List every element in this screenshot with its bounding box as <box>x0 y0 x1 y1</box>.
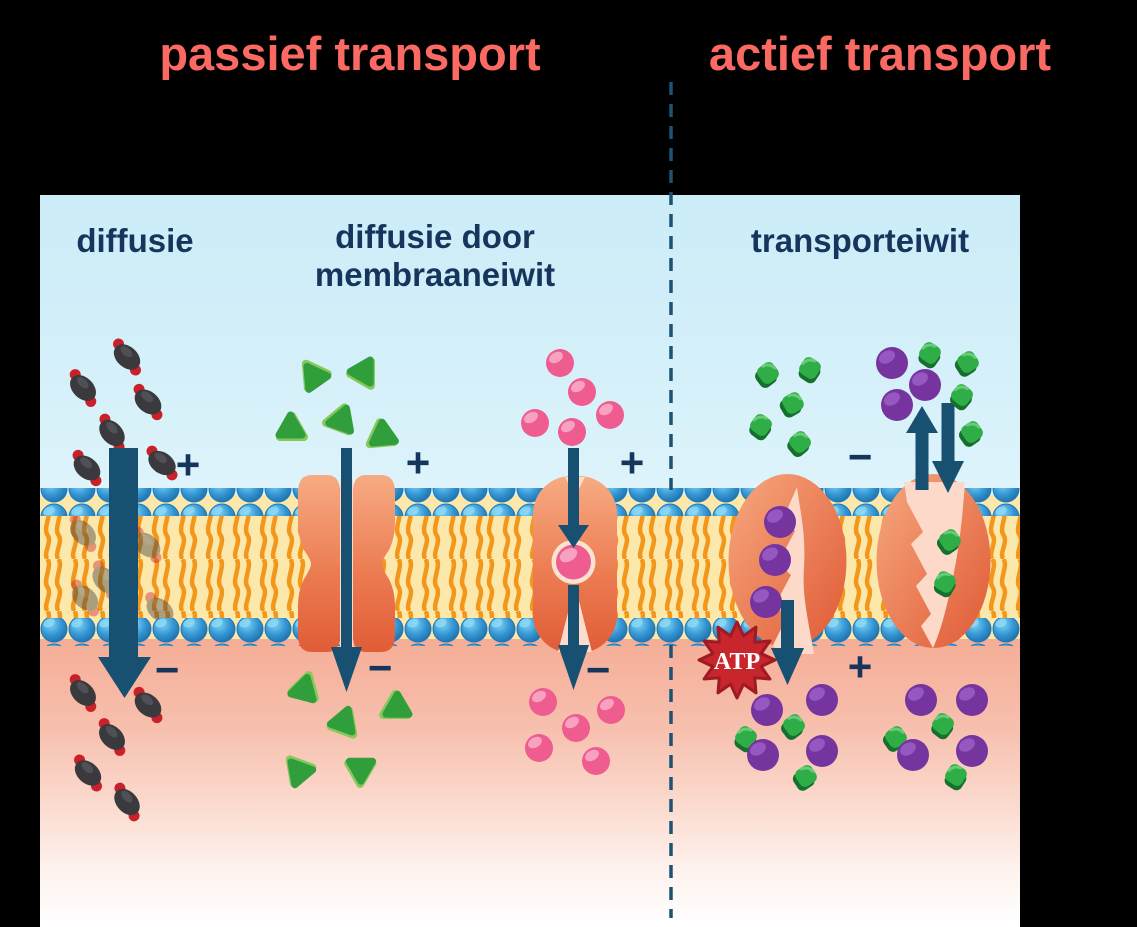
co2-molecule <box>105 779 149 825</box>
green-molecule <box>749 356 785 394</box>
co2-molecule <box>64 446 110 490</box>
co2-molecule <box>104 335 150 379</box>
co2-molecule <box>61 366 105 410</box>
pink-molecule <box>596 401 624 429</box>
cell-membrane <box>40 488 1020 646</box>
triangle-molecule <box>326 407 359 440</box>
pink-molecule <box>525 734 553 762</box>
purple-molecule <box>747 739 779 771</box>
pump2-down-arrow <box>932 403 964 493</box>
transport-protein-label: transporteiwit <box>751 222 969 259</box>
green-molecule <box>782 425 817 463</box>
lipid-tails-bottom <box>40 567 1020 618</box>
triangle-molecule <box>370 421 401 453</box>
green-molecule <box>772 384 811 426</box>
plus-sign: + <box>176 441 201 488</box>
atp-label: ATP <box>714 649 760 675</box>
molecules-below-right-pump <box>876 684 988 797</box>
pink-molecule <box>597 696 625 724</box>
green-molecules-above-left <box>742 350 829 463</box>
molecules-below-left-pump <box>727 684 838 798</box>
triangle-molecule <box>282 759 313 788</box>
plus-sign: + <box>848 643 873 690</box>
triangle-molecules-above <box>279 354 400 453</box>
purple-molecule-in-pump <box>750 586 782 618</box>
purple-molecule-in-pump <box>764 506 796 538</box>
triangle-molecule <box>349 354 382 386</box>
plus-sign: + <box>406 439 431 486</box>
pump-protein-2 <box>876 474 991 648</box>
pink-molecule <box>568 378 596 406</box>
purple-molecule <box>897 739 929 771</box>
green-molecule <box>952 414 990 454</box>
atp-burst: ATP <box>697 620 777 700</box>
purple-molecule <box>905 684 937 716</box>
channel-diffusion-label-line2: membraaneiwit <box>315 256 555 293</box>
triangle-molecule <box>348 751 380 784</box>
pink-molecule <box>529 688 557 716</box>
passive-transport-title: passief transport <box>159 27 541 80</box>
triangle-molecule <box>287 675 315 705</box>
carrier-arrow <box>558 448 589 690</box>
minus-sign: − <box>586 646 611 693</box>
pink-molecule <box>558 418 586 446</box>
triangle-molecule <box>383 693 415 726</box>
pump2-up-arrow <box>906 406 938 490</box>
triangle-molecules-below <box>282 675 414 789</box>
purple-molecule <box>881 389 913 421</box>
pump1-arrow <box>771 600 804 685</box>
triangle-molecule <box>279 415 304 437</box>
lipid-heads-bottom <box>40 618 1020 646</box>
co2-molecule <box>125 380 171 424</box>
green-molecule <box>924 707 961 746</box>
triangle-molecule <box>297 364 329 395</box>
triangle-molecule <box>330 705 361 734</box>
pink-molecule <box>562 714 590 742</box>
channel-diffusion-label-line1: diffusie door <box>335 218 535 255</box>
green-molecule <box>742 408 779 447</box>
pink-molecule-bound <box>556 544 591 580</box>
cell-membrane-panel: diffusie diffusie door membraaneiwit tra… <box>40 195 1020 927</box>
purple-molecule <box>876 347 908 379</box>
co2-molecules-below <box>61 671 171 825</box>
co2-molecule <box>61 671 105 715</box>
purple-molecule <box>956 684 988 716</box>
pink-molecule <box>521 409 549 437</box>
pink-molecules-below <box>525 688 625 775</box>
purple-molecule-in-pump <box>759 544 791 576</box>
diagram-svg: diffusie diffusie door membraaneiwit tra… <box>40 218 1020 825</box>
minus-sign: − <box>848 433 873 480</box>
green-molecule <box>791 350 829 390</box>
lipid-tails-top <box>40 515 1020 567</box>
purple-molecule <box>956 735 988 767</box>
lipid-heads-top <box>40 488 1020 516</box>
diffusion-arrow <box>98 448 151 698</box>
co2-molecule <box>90 715 134 759</box>
purple-molecule <box>806 735 838 767</box>
plus-sign: + <box>620 439 645 486</box>
purple-molecule <box>806 684 838 716</box>
channel-arrow <box>331 448 362 692</box>
active-transport-title: actief transport <box>708 27 1052 80</box>
purple-molecule <box>751 694 783 726</box>
pink-molecule <box>582 747 610 775</box>
minus-sign: − <box>368 644 393 691</box>
green-molecule <box>911 335 948 375</box>
pink-molecules-above <box>521 349 624 446</box>
diffusion-label: diffusie <box>76 222 193 259</box>
pink-molecule <box>546 349 574 377</box>
purple-molecule <box>909 369 941 401</box>
co2-molecule <box>65 751 111 795</box>
minus-sign: − <box>155 646 180 693</box>
green-molecule <box>948 344 986 384</box>
